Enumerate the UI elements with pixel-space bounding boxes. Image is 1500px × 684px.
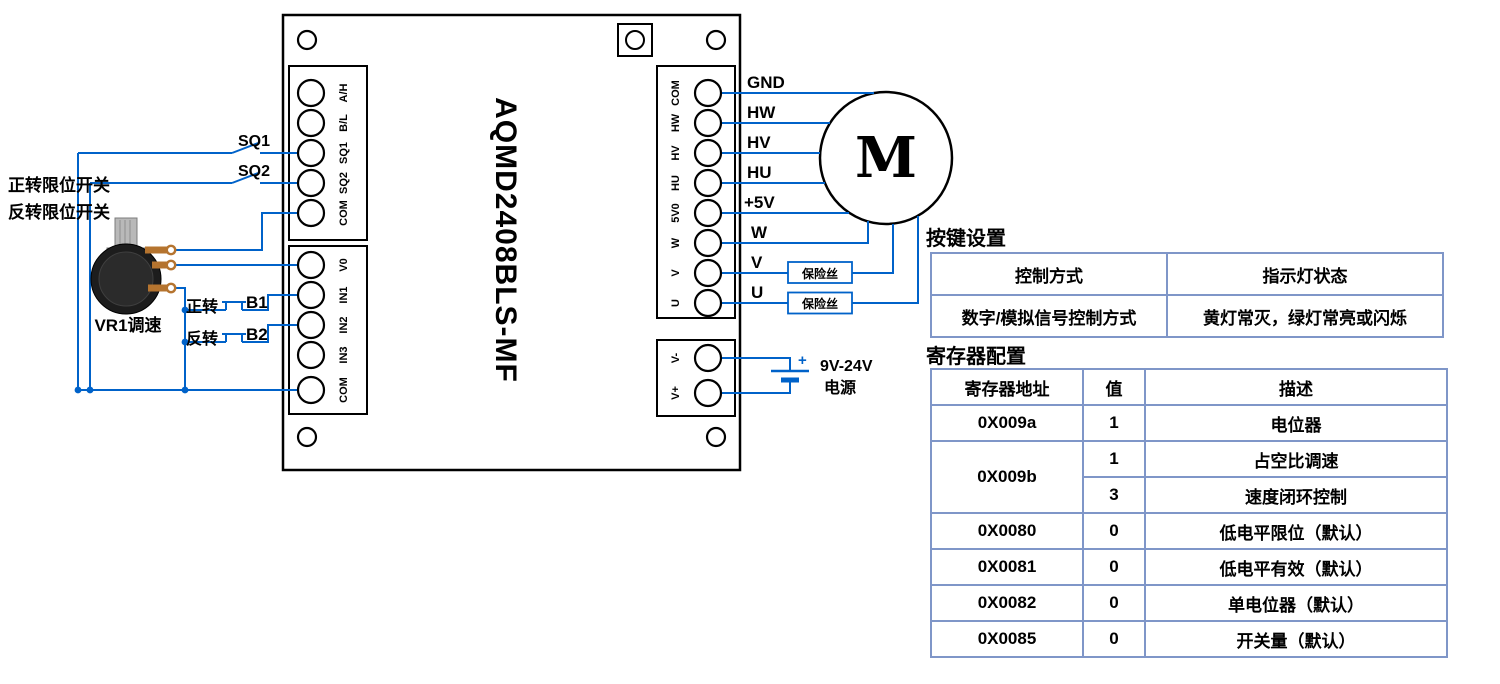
table-cell: 0 bbox=[1082, 620, 1146, 658]
battery-plus-sign: + bbox=[798, 352, 807, 369]
fuse-label: 保险丝 bbox=[801, 266, 838, 281]
table-cell: 黄灯常灭，绿灯常亮或闪烁 bbox=[1166, 294, 1444, 338]
table-header-row: 寄存器地址 值 描述 bbox=[930, 368, 1448, 406]
table-row: 3 速度闭环控制 bbox=[931, 476, 1448, 514]
table-cell: 描述 bbox=[1144, 368, 1448, 406]
reverse-button-label: 反转 bbox=[186, 331, 219, 348]
table-cell: 0 bbox=[1082, 512, 1146, 550]
register-config-table: 寄存器地址 值 描述 0X009a 1 电位器 0X009b 1 占空比调速 3… bbox=[930, 368, 1448, 658]
table-cell: 控制方式 bbox=[930, 252, 1168, 296]
fuse-label: 保险丝 bbox=[801, 296, 838, 311]
table-cell: 0X0085 bbox=[930, 620, 1084, 658]
table-cell: 0X009a bbox=[930, 404, 1084, 442]
wire-label-u: U bbox=[751, 283, 764, 302]
table-header-row: 控制方式 指示灯状态 bbox=[930, 252, 1444, 296]
b1-label: B1 bbox=[246, 293, 268, 312]
screw-hole-icon bbox=[296, 29, 318, 51]
wires bbox=[77, 92, 919, 394]
fuse-box-u bbox=[787, 291, 853, 315]
table-row: 0X0080 0 低电平限位（默认） bbox=[930, 512, 1448, 550]
wire-label-w: W bbox=[751, 223, 768, 242]
reverse-limit-label: 反转限位开关 bbox=[8, 203, 110, 222]
sq1-label: SQ1 bbox=[237, 133, 270, 150]
terminal-label: U bbox=[670, 299, 682, 307]
table-cell: 0 bbox=[1082, 584, 1146, 622]
table-cell: 0X0080 bbox=[930, 512, 1084, 550]
motor-symbol bbox=[818, 90, 954, 226]
table-cell: 数字/模拟信号控制方式 bbox=[930, 294, 1168, 338]
table-cell: 0X0082 bbox=[930, 584, 1084, 622]
key-settings-heading: 按键设置 bbox=[926, 228, 1006, 250]
forward-limit-label: 正转限位开关 bbox=[8, 176, 110, 195]
table-cell: 低电平有效（默认） bbox=[1144, 548, 1448, 586]
terminal-label: COM bbox=[338, 200, 350, 226]
terminal-label: V+ bbox=[670, 386, 682, 400]
table-row: 数字/模拟信号控制方式 黄灯常灭，绿灯常亮或闪烁 bbox=[930, 294, 1444, 338]
device-model-label: AQMD2408BLS-MF bbox=[489, 97, 522, 383]
wire-label-v: V bbox=[751, 253, 763, 272]
table-row: 0X0085 0 开关量（默认） bbox=[930, 620, 1448, 658]
wire-label-hw: HW bbox=[747, 103, 776, 122]
table-cell: 单电位器（默认） bbox=[1144, 584, 1448, 622]
table-cell: 寄存器地址 bbox=[930, 368, 1084, 406]
table-row: 0X0081 0 低电平有效（默认） bbox=[930, 548, 1448, 586]
screw-hole-icon bbox=[705, 426, 727, 448]
power-voltage-label: 9V-24V bbox=[820, 358, 873, 375]
wire-label-gnd: GND bbox=[747, 73, 785, 92]
motor-label: M bbox=[855, 125, 917, 191]
pot-label: VR1调速 bbox=[94, 316, 162, 335]
wire-label-5v: +5V bbox=[744, 193, 775, 212]
table-cell: 电位器 bbox=[1144, 404, 1448, 442]
junction-dots bbox=[74, 306, 189, 394]
table-cell: 1 bbox=[1082, 440, 1146, 478]
table-cell: 占空比调速 bbox=[1144, 440, 1448, 478]
screw-hole-icon bbox=[705, 29, 727, 51]
key-settings-table: 控制方式 指示灯状态 数字/模拟信号控制方式 黄灯常灭，绿灯常亮或闪烁 bbox=[930, 252, 1444, 338]
register-config-heading: 寄存器配置 bbox=[926, 346, 1026, 368]
table-cell: 值 bbox=[1082, 368, 1146, 406]
table-row: 0X0082 0 单电位器（默认） bbox=[930, 584, 1448, 622]
table-cell: 1 bbox=[1082, 404, 1146, 442]
wire-label-hu: HU bbox=[747, 163, 772, 182]
table-row: 0X009b 1 占空比调速 bbox=[930, 440, 1448, 514]
table-cell: 0X0081 bbox=[930, 548, 1084, 586]
sq2-label: SQ2 bbox=[237, 163, 270, 180]
terminal-circles bbox=[296, 78, 723, 408]
wire-label-hv: HV bbox=[747, 133, 771, 152]
power-supply-label: 电源 bbox=[824, 380, 857, 397]
table-cell: 速度闭环控制 bbox=[1144, 476, 1448, 514]
forward-button-label: 正转 bbox=[186, 299, 219, 316]
terminal-label: COM bbox=[338, 377, 350, 403]
table-cell: 3 bbox=[1082, 476, 1146, 514]
table-cell: 0X009b bbox=[930, 440, 1084, 514]
battery-icon bbox=[771, 369, 809, 383]
screw-hole-icon bbox=[296, 426, 318, 448]
table-cell: 低电平限位（默认） bbox=[1144, 512, 1448, 550]
fuse-box-v bbox=[787, 261, 853, 284]
potentiometer-graphic bbox=[90, 217, 177, 315]
b2-label: B2 bbox=[246, 325, 268, 344]
table-cell: 开关量（默认） bbox=[1144, 620, 1448, 658]
table-cell: 0 bbox=[1082, 548, 1146, 586]
table-row: 0X009a 1 电位器 bbox=[930, 404, 1448, 442]
table-cell: 指示灯状态 bbox=[1166, 252, 1444, 296]
